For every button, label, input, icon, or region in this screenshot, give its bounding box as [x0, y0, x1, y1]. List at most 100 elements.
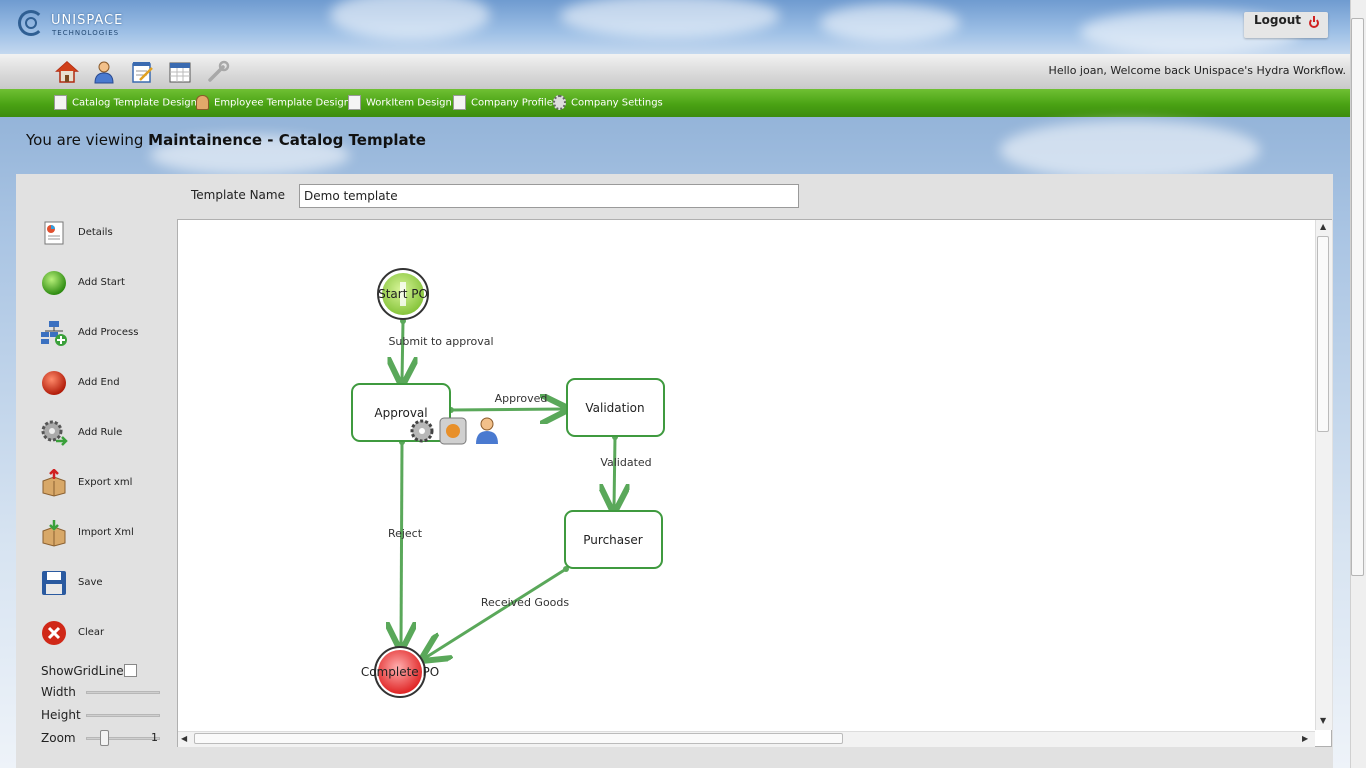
height-label: Height — [41, 708, 81, 722]
notepad-icon — [348, 95, 361, 110]
add-rule-button[interactable]: Add Rule — [40, 419, 170, 449]
add-process-label: Add Process — [78, 327, 139, 338]
edge-submit[interactable] — [402, 320, 403, 381]
save-button[interactable]: Save — [40, 569, 170, 599]
import-xml-label: Import Xml — [78, 527, 134, 538]
floppy-icon — [42, 571, 66, 595]
nav-company-settings[interactable]: Company Settings — [553, 95, 663, 113]
node-gear-icon[interactable] — [410, 419, 434, 443]
clear-button[interactable]: Clear — [40, 619, 170, 649]
zoom-slider-thumb[interactable] — [100, 730, 109, 746]
home-icon[interactable] — [55, 60, 79, 84]
node-purchaser-label: Purchaser — [583, 533, 642, 547]
canvas-vertical-thumb[interactable] — [1317, 236, 1329, 432]
nav-workitem-design[interactable]: WorkItem Design — [348, 95, 452, 113]
add-process-button[interactable]: Add Process — [40, 319, 170, 349]
welcome-message: Hello joan, Welcome back Unispace's Hydr… — [1048, 64, 1346, 77]
edge-validated-label: Validated — [600, 456, 651, 469]
header — [0, 0, 1350, 54]
green-circle-icon — [42, 271, 66, 295]
add-start-button[interactable]: Add Start — [40, 269, 170, 299]
node-start-label: Start PO — [378, 287, 428, 301]
edge-reject-label: Reject — [388, 527, 423, 540]
scroll-left-arrow[interactable]: ◀ — [181, 734, 188, 743]
edge-validated[interactable] — [614, 436, 615, 508]
user-icon[interactable] — [92, 60, 116, 84]
zoom-slider[interactable] — [86, 737, 160, 740]
save-label: Save — [78, 577, 103, 588]
power-icon — [1309, 16, 1319, 28]
edge-received-label: Received Goods — [481, 596, 570, 609]
nav-label: Employee Template Design — [214, 97, 351, 109]
node-approval[interactable]: Approval — [351, 383, 451, 442]
process-icon — [41, 321, 67, 346]
height-slider[interactable] — [86, 714, 160, 717]
clear-icon — [42, 621, 66, 645]
node-end[interactable]: Complete PO — [361, 646, 439, 698]
zoom-value: 1 — [151, 731, 158, 744]
width-label: Width — [41, 685, 76, 699]
edge-reject[interactable] — [401, 441, 402, 646]
nav-label: WorkItem Design — [366, 97, 452, 109]
clear-label: Clear — [78, 627, 105, 638]
template-name-input[interactable] — [299, 184, 799, 208]
node-settings-icon[interactable] — [439, 417, 467, 445]
nav-label: Company Settings — [571, 97, 663, 109]
details-icon — [44, 221, 64, 245]
edge-submit-label: Submit to approval — [388, 335, 493, 348]
zoom-label: Zoom — [41, 731, 76, 745]
add-rule-label: Add Rule — [78, 427, 123, 438]
import-xml-button[interactable]: Import Xml — [40, 519, 170, 549]
gear-rule-icon — [41, 420, 68, 446]
edge-approved-label: Approved — [495, 392, 548, 405]
node-end-label: Complete PO — [361, 665, 439, 679]
scroll-right-arrow[interactable]: ▶ — [1302, 734, 1309, 743]
page-title-name: Maintainence - Catalog Template — [148, 131, 426, 149]
scroll-down-arrow[interactable]: ▼ — [1320, 716, 1327, 725]
logo-name: UNISPACE — [51, 13, 124, 28]
node-validation[interactable]: Validation — [566, 378, 665, 437]
add-end-button[interactable]: Add End — [40, 369, 170, 399]
logout-label: Logout — [1254, 13, 1302, 27]
edge-approved[interactable] — [450, 409, 564, 410]
node-approval-label: Approval — [374, 406, 427, 420]
gear-icon — [553, 95, 566, 110]
calendar-icon[interactable] — [168, 60, 192, 84]
details-label: Details — [78, 227, 113, 238]
show-grid-checkbox[interactable] — [124, 664, 137, 677]
edge-received[interactable] — [425, 567, 567, 658]
box-export-icon — [42, 469, 66, 497]
logo-subtitle: TECHNOLOGIES — [52, 29, 120, 37]
show-grid-label: ShowGridLines — [41, 664, 130, 678]
logout-button[interactable]: Logout — [1244, 12, 1328, 38]
document-icon — [54, 95, 67, 110]
nav-company-profile[interactable]: Company Profile — [453, 95, 553, 113]
workflow-diagram: Start PO Approval Validation Purchaser — [351, 268, 665, 698]
scroll-up-arrow[interactable]: ▲ — [1320, 222, 1327, 231]
export-xml-button[interactable]: Export xml — [40, 469, 170, 499]
page-icon — [453, 95, 466, 110]
node-assign-user-icon[interactable] — [476, 417, 498, 444]
canvas-horizontal-thumb[interactable] — [194, 733, 843, 744]
width-slider[interactable] — [86, 691, 160, 694]
main-nav: Catalog Template Design Employee Templat… — [0, 89, 1350, 117]
workflow-canvas[interactable]: Start PO Approval Validation Purchaser — [177, 219, 1332, 747]
page-scroll-thumb[interactable] — [1351, 18, 1364, 576]
nav-catalog-template-design[interactable]: Catalog Template Design — [54, 95, 197, 113]
add-start-label: Add Start — [78, 277, 125, 288]
notepad-icon[interactable] — [130, 60, 154, 84]
nav-employee-template-design[interactable]: Employee Template Design — [196, 95, 350, 113]
person-icon — [196, 95, 209, 110]
node-purchaser[interactable]: Purchaser — [564, 510, 663, 569]
icon-toolbar: Hello joan, Welcome back Unispace's Hydr… — [0, 54, 1350, 90]
add-end-label: Add End — [78, 377, 120, 388]
page-title: You are viewing Maintainence - Catalog T… — [26, 131, 426, 149]
wrench-icon[interactable] — [206, 60, 230, 84]
nav-label: Company Profile — [471, 97, 553, 109]
export-xml-label: Export xml — [78, 477, 133, 488]
node-start[interactable]: Start PO — [377, 268, 429, 320]
details-button[interactable]: Details — [40, 219, 170, 249]
template-name-label: Template Name — [191, 188, 285, 202]
nav-label: Catalog Template Design — [72, 97, 197, 109]
company-logo: UNISPACE TECHNOLOGIES — [18, 8, 138, 44]
